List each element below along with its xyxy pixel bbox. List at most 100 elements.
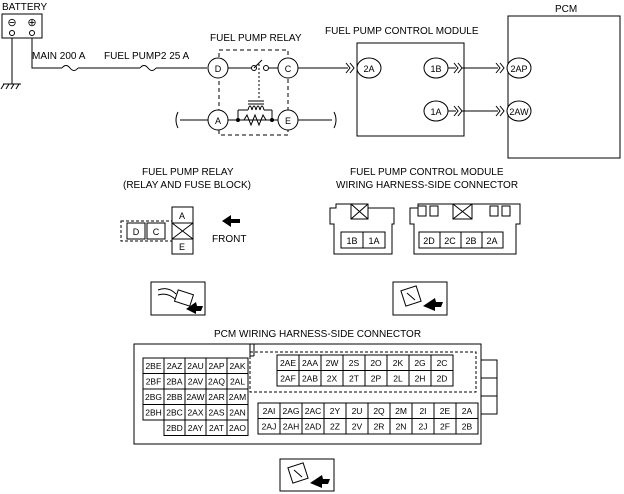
connector-mark — [495, 62, 505, 74]
pcm-pin-label: 2AB — [302, 373, 318, 383]
wire-break-right — [333, 111, 337, 129]
pcm-pin-label: 2AR — [208, 392, 225, 402]
pcm-pin-label: 2W — [326, 358, 339, 368]
pcm-pin-label: 2AO — [229, 423, 246, 433]
pcm-pin-label: 2K — [393, 358, 404, 368]
relay-connector-pin-a: A — [179, 211, 185, 221]
pcm-pin-label: 2AV — [188, 376, 204, 386]
battery-positive-terminal: ⊕ — [27, 17, 36, 29]
main-fuse-label: MAIN 200 A — [32, 51, 86, 62]
fpcm-pin-2a-label: 2A — [363, 64, 374, 74]
front-label: FRONT — [212, 234, 246, 245]
pcm-pin-label: 2AN — [229, 407, 246, 417]
pcm-pin-label: 2AI — [263, 406, 276, 416]
pcm-pin-label: 2G — [414, 358, 425, 368]
fpcm-pin-1a-label: 1A — [430, 107, 441, 117]
pcm-pin-label: 2BA — [166, 376, 182, 386]
relay-connector-pin-c: C — [153, 227, 160, 237]
fpcm-connector-title-line1: FUEL PUMP CONTROL MODULE — [350, 167, 504, 178]
battery-symbol: ⊖ ⊕ — [1, 13, 43, 39]
pcm-pin-label: 2AS — [208, 407, 224, 417]
pcm-pin-label: 2P — [371, 373, 382, 383]
battery-positive-wire — [31, 38, 62, 69]
pcm-pin-label: 2AA — [302, 358, 318, 368]
fpcm-connector-4pin: 2D 2C 2B 2A — [409, 203, 521, 255]
pcm-pin-label: 2Q — [373, 406, 385, 416]
pcm-pin-label: 2C — [437, 358, 448, 368]
relay-connector-title-line2: (RELAY AND FUSE BLOCK) — [123, 180, 251, 191]
pcm-pin-label: 2AQ — [208, 376, 225, 386]
relay-connector-pin-e: E — [179, 242, 185, 252]
pcm-pin-2aw — [506, 100, 532, 122]
pcm-pin-label: 2AY — [188, 423, 204, 433]
ground-symbol — [0, 38, 21, 90]
relay-title: FUEL PUMP RELAY — [210, 33, 302, 44]
pcm-connector-title: PCM WIRING HARNESS-SIDE CONNECTOR — [214, 329, 421, 340]
pcm-pin-label: 2AH — [283, 421, 300, 431]
pcm-pin-label: 2BC — [166, 407, 183, 417]
pcm-pin-label: 2AL — [230, 376, 245, 386]
pcm-pin-2ap-label: 2AP — [510, 64, 527, 74]
pcm-pin-label: 2BG — [145, 392, 162, 402]
pcm-pin-label: 2S — [349, 358, 360, 368]
pcm-pin-label: 2AK — [229, 361, 245, 371]
pcm-pin-2ap — [506, 57, 532, 79]
pcm-pin-label: 2Y — [330, 406, 341, 416]
pcm-pin-label: 2AU — [187, 361, 204, 371]
battery-label: BATTERY — [2, 2, 48, 13]
pcm-pin-2aw-label: 2AW — [509, 107, 529, 117]
pcm-pin-cell — [455, 418, 479, 435]
pcm-pin-label: 2H — [415, 373, 426, 383]
pcm-pin-label: 2L — [393, 373, 403, 383]
pcm-pin-label: 2AT — [209, 423, 224, 433]
fpcm-title: FUEL PUMP CONTROL MODULE — [325, 26, 479, 37]
pcm-pin-label: 2AC — [305, 406, 322, 416]
pcm-pin-label: 2U — [352, 406, 363, 416]
relay-connector-pin-d: D — [133, 227, 140, 237]
pcm-pin-label: 2I — [419, 406, 426, 416]
connector-mark — [345, 62, 355, 74]
pcm-pin-label: 2BE — [145, 361, 161, 371]
probe-icon — [150, 281, 206, 316]
pcm-pin-label: 2AG — [282, 406, 299, 416]
relay-pin-a-label: A — [215, 116, 221, 126]
pcm-pin-label: 2N — [396, 421, 407, 431]
relay-pin-d-label: D — [215, 64, 222, 74]
pcm-pin-label: 2AP — [208, 361, 224, 371]
pcm-pin-label: 2E — [440, 406, 451, 416]
fpcm-connector-pin-2c: 2C — [444, 236, 456, 246]
main-fuse-symbol — [61, 65, 79, 71]
pcm-pin-label: 2AD — [305, 421, 322, 431]
pcm-pin-label: 2AF — [280, 373, 296, 383]
pcm-pin-label: 2Z — [330, 421, 340, 431]
pcm-pin-label: 2M — [395, 406, 407, 416]
fpcm-pin-1b-label: 1B — [430, 64, 441, 74]
pcm-title: PCM — [555, 4, 577, 15]
pcm-pin-label: 2O — [370, 358, 382, 368]
relay-body — [218, 49, 289, 136]
fpcm-connector-pin-2b: 2B — [465, 236, 476, 246]
relay-connector: D C A E — [120, 206, 194, 255]
fpcm-connector-pin-2d: 2D — [423, 236, 435, 246]
relay-pin-e-label: E — [285, 116, 291, 126]
connector-mark — [495, 105, 505, 117]
fpcm-connector-title-line2: WIRING HARNESS-SIDE CONNECTOR — [336, 180, 518, 191]
pcm-pin-label: 2F — [440, 421, 450, 431]
battery-negative-terminal: ⊖ — [7, 17, 16, 29]
fpcm-connector-pin-1b: 1B — [346, 236, 357, 246]
pcm-pin-label: 2B — [462, 421, 473, 431]
wire-break-left — [175, 111, 179, 129]
fpcm-connector-pin-1a: 1A — [368, 236, 379, 246]
pcm-pin-label: 2AM — [229, 392, 246, 402]
pcm-pin-label: 2T — [349, 373, 359, 383]
fpcm-body — [356, 42, 465, 137]
fuel-pump-fuse-symbol — [139, 65, 157, 71]
pcm-pin-label: 2BH — [145, 407, 162, 417]
pcm-pin-label: 2AW — [186, 392, 204, 402]
pcm-pin-label: 2BB — [166, 392, 182, 402]
pcm-connector-lock-frame — [249, 351, 477, 393]
front-arrow-icon — [222, 215, 240, 227]
